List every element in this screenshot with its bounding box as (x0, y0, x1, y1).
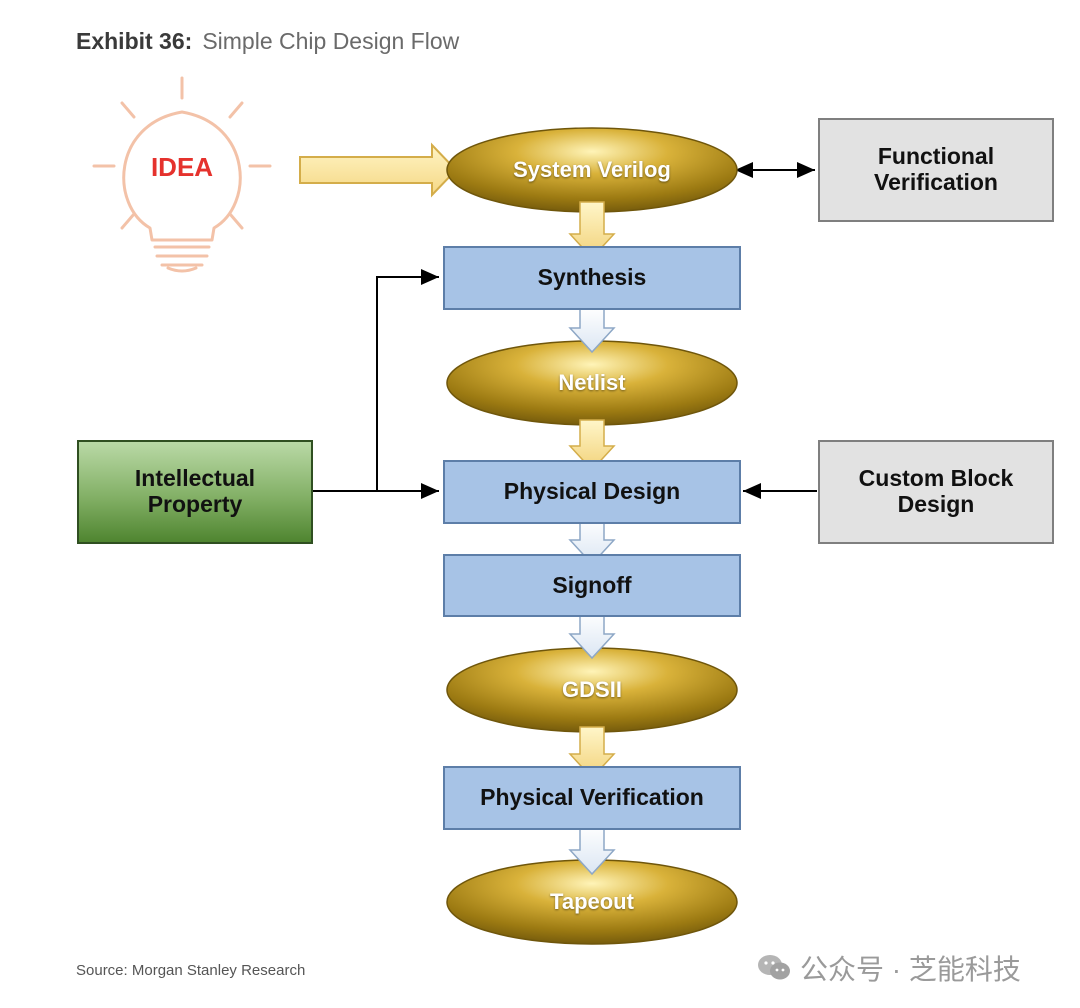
tapeout-label: Tapeout (550, 888, 634, 914)
down-arrow-3 (568, 419, 616, 472)
intellectual-property-label: Intellectual Property (134, 465, 256, 517)
custom-block-design-box (818, 440, 1054, 544)
physical-design-label: Physical Design (503, 478, 681, 505)
physical-verification-box (443, 766, 741, 830)
ip-to-synthesis-connector (313, 269, 439, 492)
exhibit-name: Simple Chip Design Flow (202, 28, 460, 54)
signoff-box (443, 554, 741, 617)
watermark-text: 公众号 · 芝能科技 (800, 954, 1021, 985)
synthesis-box (443, 246, 741, 310)
exhibit-label: Exhibit 36: (76, 28, 193, 54)
system-verilog-label: System Verilog (513, 156, 671, 182)
functional-verification-box (818, 118, 1054, 222)
gdsii-label: GDSII (562, 676, 622, 702)
exhibit-title: Exhibit 36: Simple Chip Design Flow (76, 28, 459, 55)
wechat-icon (756, 953, 792, 983)
netlist-label: Netlist (558, 369, 626, 395)
synthesis-label: Synthesis (537, 264, 647, 291)
source-note: Source: Morgan Stanley Research (76, 962, 306, 979)
idea-arrow (299, 142, 458, 198)
physical-design-box (443, 460, 741, 524)
functional-verification-label: Functional Verification (874, 143, 998, 195)
signoff-label: Signoff (552, 571, 632, 598)
down-arrow-2 (568, 307, 616, 354)
custom-block-design-label: Custom Block Design (858, 465, 1014, 517)
physical-verification-label: Physical Verification (480, 784, 704, 811)
idea-label: IDEA (150, 152, 214, 183)
intellectual-property-box (77, 440, 313, 544)
idea-lightbulb-icon (92, 76, 272, 273)
watermark: 公众号 · 芝能科技 (756, 948, 1021, 988)
